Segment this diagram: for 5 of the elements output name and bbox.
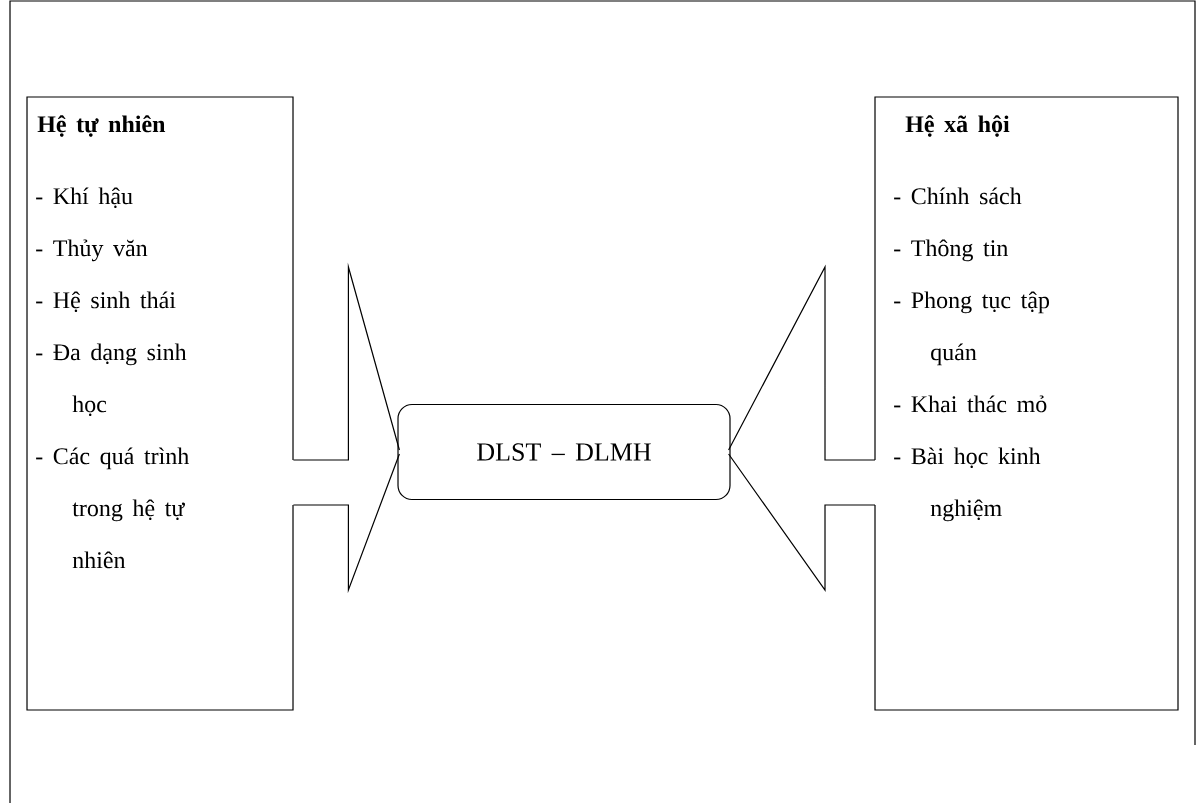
list-box: Hệ tự nhiên - Khí hậu - Thủy văn - Hệ sinh thái - Đa dạng sinh học - Các quá trình trong hệ tự nhiên (26, 96, 294, 711)
rounded-box: DLST – DLMH (397, 403, 731, 501)
callout-pointer (292, 262, 400, 594)
list-box: Hệ xã hội - Chính sách - Thông tin - Phong tục tập quán - Khai thác mỏ - Bài học kinh nghiệm (874, 96, 1179, 711)
callout-pointer (728, 264, 876, 592)
